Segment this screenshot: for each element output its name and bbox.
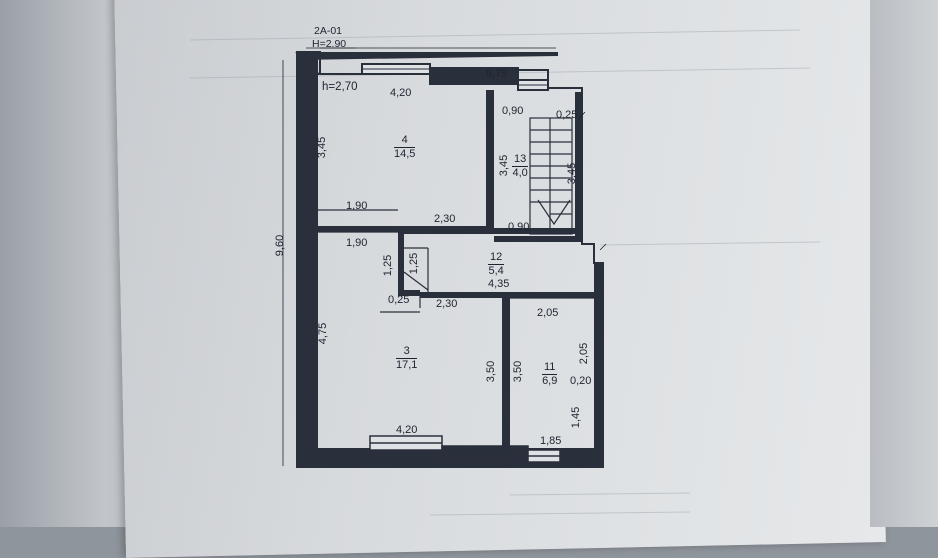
dim-room11-right: 2,05 [578, 342, 591, 365]
wall-hall-top [398, 228, 582, 234]
dim-stair-left-height: 3,45 [498, 154, 511, 177]
wall-room3-right [502, 292, 510, 452]
wall-stair-left [486, 90, 494, 230]
dim-upper-left-height: 3,45 [316, 136, 329, 159]
dim-hall-bottom: 2,30 [436, 298, 458, 310]
room-12-label: 12 5,4 [488, 251, 505, 277]
wall-hall-bottom-left [398, 290, 420, 296]
room-13-label: 13 4,0 [512, 153, 529, 179]
wall-outer-top [296, 52, 558, 60]
dim-top-overall: 9,75 [486, 68, 508, 80]
dim-top-left-window: 4,20 [390, 87, 412, 99]
dim-lower-left-height: 4,75 [317, 322, 330, 345]
room-area: 17,1 [396, 359, 418, 371]
room-area: 14,5 [394, 148, 416, 160]
plan-height-interior: h=2,70 [322, 81, 358, 93]
dim-bottom-right-height: 1,45 [570, 406, 583, 429]
corner-diagonal [295, 51, 319, 74]
background-lines [0, 0, 938, 527]
dim-stair-right-height: 3,45 [566, 162, 579, 185]
wall-hall-left [398, 228, 404, 292]
room-number: 13 [512, 153, 529, 167]
staircase [529, 117, 573, 235]
dim-bottom-right-seg: 1,85 [540, 435, 562, 447]
room-4-label: 4 14,5 [394, 135, 416, 160]
outline-top-right [430, 69, 595, 264]
dim-hall-right: 0,90 [508, 221, 530, 233]
dim-top-right-seg: 0,90 [502, 105, 524, 117]
dim-bottom-left-window: 4,20 [396, 424, 418, 436]
dim-hall-bottom-left: 0,25 [388, 294, 410, 306]
wall-outer-left [296, 52, 318, 466]
dim-mid-bottom: 1,90 [346, 237, 368, 249]
room-11-label: 11 6,9 [542, 361, 558, 387]
page-edge-right [870, 0, 938, 527]
dim-hall-bottom-right: 4,35 [488, 278, 510, 290]
room-area: 4,0 [512, 167, 528, 179]
dim-corner: 0,25 [556, 109, 578, 121]
dim-hall-height-left: 1,25 [382, 254, 395, 277]
dim-room3-right: 3,50 [485, 360, 498, 383]
room-number: 3 [396, 346, 418, 359]
room-area: 6,9 [542, 375, 558, 387]
room-area: 5,4 [488, 265, 504, 277]
dim-room11-top: 2,05 [537, 307, 559, 319]
room-3-label: 3 17,1 [396, 346, 418, 371]
dim-room11-left: 3,50 [512, 360, 525, 383]
dim-left-overall: 9,60 [274, 234, 287, 257]
wall-stair-bottom [494, 236, 582, 242]
wall-outer-right-lower [594, 262, 604, 468]
dim-hall-height-right: 1,25 [408, 252, 421, 275]
dim-room11-small: 0,20 [570, 375, 592, 387]
room-number: 4 [394, 135, 416, 148]
room-number: 12 [488, 251, 505, 265]
dim-hall-top: 2,30 [434, 213, 456, 225]
wall-outer-right-upper [575, 92, 582, 242]
dim-mid-top: 1,90 [346, 200, 368, 212]
floor-plan [282, 47, 607, 468]
room-number: 11 [542, 361, 558, 375]
plan-code: 2A-01 [314, 25, 343, 37]
plan-height-total: H=2.90 [312, 38, 347, 50]
